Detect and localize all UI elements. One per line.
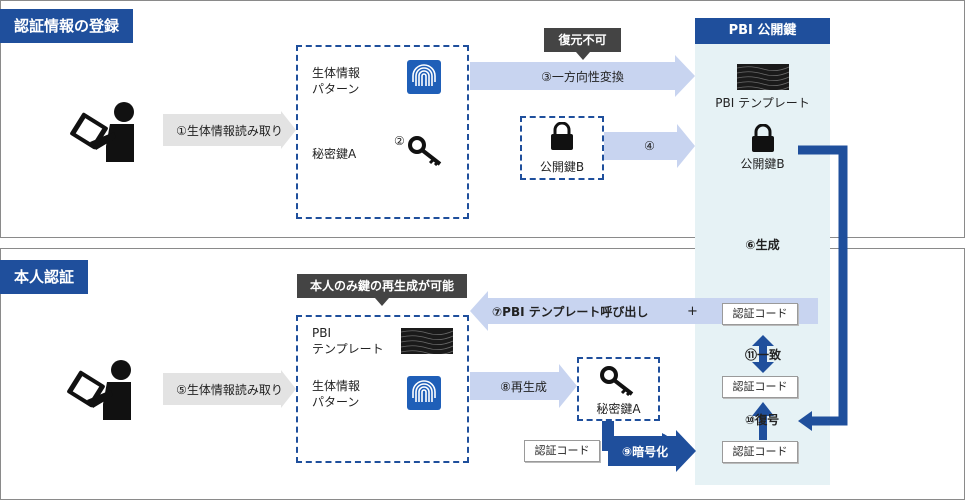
regen-callout-pointer: [375, 298, 389, 306]
user-tablet-icon: [70, 102, 134, 162]
auth-code-input-note: 認証コード: [524, 440, 600, 462]
key-icon-2: [600, 366, 634, 396]
decrypt-label: ⑩復号: [745, 413, 780, 427]
step1-label: ①生体情報読み取り: [176, 123, 283, 138]
step3-label: ③一方向性変換: [541, 69, 624, 84]
generate-path-arrow: [798, 145, 848, 431]
pbi-template-image-1: [737, 64, 789, 90]
match-label: ⑪一致: [745, 348, 782, 362]
pbi-template-image-2: [401, 328, 453, 354]
step2-label: ②: [394, 134, 405, 148]
regenerated-key-box: [577, 357, 660, 421]
auth-code-note-1: 認証コード: [722, 303, 798, 325]
step7-label: ⑦PBI テンプレート呼び出し: [492, 305, 649, 319]
registration-title: 認証情報の登録: [0, 9, 134, 43]
step8-label: ⑧再生成: [500, 379, 547, 394]
pbi-public-key-title: PBI 公開鍵: [695, 18, 830, 44]
identity-title: 本人認証: [0, 260, 89, 294]
step9-head: [676, 430, 696, 472]
auth-code-note-3: 認証コード: [722, 441, 798, 463]
regenerated-key-label: 秘密鍵A: [596, 402, 641, 416]
step5-label: ⑤生体情報読み取り: [176, 382, 283, 397]
plus-sign: +: [687, 304, 698, 319]
step5-arrow: ⑤生体情報読み取り: [163, 370, 296, 408]
step4-label: ④: [644, 139, 655, 153]
secret-key-label-1: 秘密鍵A: [312, 147, 357, 161]
fingerprint-icon: [407, 60, 441, 94]
key-icon-1: [408, 136, 442, 166]
step4-arrow: ④: [604, 124, 695, 168]
step8-arrow: ⑧再生成: [470, 364, 577, 408]
irreversible-callout: 復元不可: [544, 28, 621, 52]
public-key-box-label: 公開鍵B: [539, 160, 585, 174]
bio-pattern-label-1: 生体情報パターン: [312, 66, 361, 96]
match-arrow: [752, 335, 774, 373]
step3-arrow: ③一方向性変換: [470, 55, 695, 97]
decrypt-arrow: [752, 402, 774, 440]
pbi-public-key-label: 公開鍵B: [740, 157, 785, 171]
step1-arrow: ①生体情報読み取り: [163, 111, 296, 149]
auth-code-note-2: 認証コード: [722, 376, 798, 398]
lock-icon-2: [752, 124, 774, 152]
lock-icon-1: [551, 122, 573, 150]
pbi-template-label: PBI テンプレート: [715, 96, 810, 110]
step9-label: ⑨暗号化: [622, 445, 669, 459]
step6-label: ⑥生成: [745, 238, 780, 252]
user-tablet-icon-2: [67, 360, 131, 420]
regen-callout: 本人のみ鍵の再生成が可能: [297, 274, 467, 298]
fingerprint-icon-2: [407, 376, 441, 410]
step9-bar: [608, 436, 678, 466]
irreversible-callout-pointer: [576, 52, 590, 60]
bio-pattern-label-2: 生体情報パターン: [312, 379, 361, 409]
